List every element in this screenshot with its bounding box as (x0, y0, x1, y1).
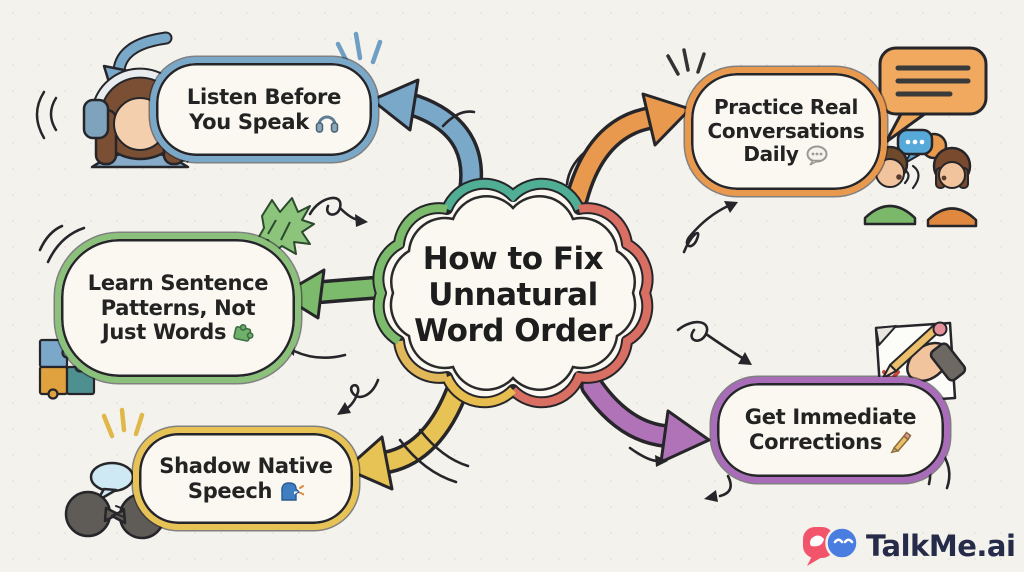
bubble-learn-line3: Just Words (101, 320, 227, 345)
bubble-learn: Learn Sentence Patterns, Not Just Words (55, 233, 301, 383)
bubble-practice-line2: Conversations (707, 118, 865, 143)
emphasis-dashes-yellow (101, 407, 145, 439)
bubble-learn-line2: Patterns, Not (100, 295, 256, 320)
cloud-title-line2: Unnatural (428, 277, 598, 314)
bubble-learn-line1: Learn Sentence (87, 270, 269, 295)
bubble-corrections-line1: Get Immediate (744, 405, 917, 430)
bubble-shadow: Shadow Native Speech (133, 427, 359, 530)
emphasis-dashes-dark (666, 48, 706, 76)
bubble-corrections: Get Immediate Corrections (711, 377, 950, 483)
branch-arrow-corrections (580, 374, 711, 464)
bubble-listen-line1: Listen Before (186, 84, 342, 109)
bubble-practice-line1: Practice Real (713, 95, 859, 120)
bubble-practice: Practice Real Conversations Daily (685, 67, 887, 196)
bubble-practice-line3: Daily (743, 142, 799, 167)
central-cloud (372, 177, 654, 409)
speech-balloon-icon (805, 145, 829, 166)
bubble-shadow-line2: Speech (187, 478, 273, 503)
speaking-head-icon (278, 480, 305, 502)
bubble-listen-line2: You Speak (189, 109, 309, 134)
brand-name: TalkMe.ai (866, 529, 1016, 563)
headphones-icon (315, 111, 339, 133)
branch-arrow-shadow (344, 376, 470, 491)
bubble-corrections-line2: Corrections (748, 430, 883, 454)
talkme-logo-icon (800, 524, 858, 568)
bubble-shadow-line1: Shadow Native (159, 453, 333, 478)
pencil-icon (888, 430, 912, 454)
branch-arrow-learn (279, 268, 384, 320)
cloud-title-line3: Word Order (414, 312, 612, 349)
puzzle-icon (232, 322, 254, 344)
bubble-listen: Listen Before You Speak (150, 57, 378, 162)
brand-logo: TalkMe.ai (800, 524, 1016, 568)
cloud-title: How to Fix Unnatural Word Order (391, 226, 635, 366)
cloud-title-line1: How to Fix (422, 241, 604, 278)
branch-arrow-practice (565, 92, 692, 210)
